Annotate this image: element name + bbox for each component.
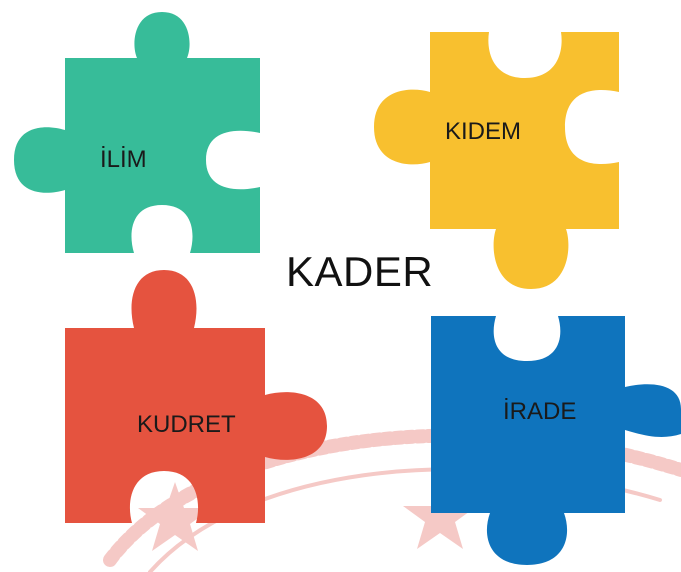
label-kidem: KIDEM bbox=[445, 118, 522, 145]
center-title-kader: KADER bbox=[286, 248, 434, 295]
label-irade: İRADE bbox=[503, 398, 577, 425]
puzzle-piece-irade bbox=[431, 316, 681, 565]
watermark-star-icon bbox=[138, 482, 212, 551]
watermark-star-icon bbox=[403, 480, 477, 549]
puzzle-piece-kidem bbox=[374, 32, 619, 289]
label-ilim: İLİM bbox=[100, 146, 147, 173]
label-kudret: KUDRET bbox=[137, 411, 236, 438]
puzzle-piece-ilim bbox=[14, 12, 260, 253]
puzzle-piece-kudret bbox=[65, 270, 327, 523]
